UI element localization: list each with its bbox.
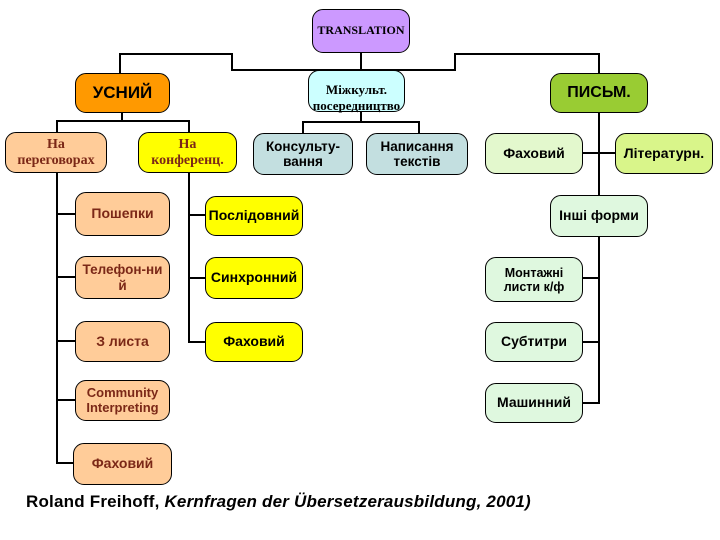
node-label: Community Interpreting — [86, 384, 159, 415]
caption-author: Roland Freihoff, — [26, 492, 165, 511]
connector-line — [598, 53, 600, 75]
node-label: Міжкульт. посередництво — [312, 82, 401, 113]
node-text-writing: Написання текстів — [366, 133, 468, 175]
connector-line — [56, 399, 76, 401]
connector-line — [56, 340, 76, 342]
node-translation: TRANSLATION — [312, 9, 410, 53]
connector-line — [582, 277, 599, 279]
node-label: На конференц. — [151, 136, 224, 168]
node-label: Фаховий — [503, 144, 565, 161]
node-label: TRANSLATION — [317, 23, 405, 38]
connector-line — [360, 112, 362, 123]
connector-line — [119, 53, 121, 75]
node-label: З листа — [96, 332, 149, 349]
caption-work-title: Kernfragen der Übersetzerausbildung, 200… — [164, 492, 531, 511]
node-specialized-conference: Фаховий — [205, 322, 303, 362]
node-label: Написання текстів — [380, 138, 454, 169]
node-label: Інші форми — [559, 207, 639, 224]
source-caption: Roland Freihoff, Kernfragen der Übersetz… — [26, 492, 531, 512]
node-label: Монтажні листи к/ф — [503, 265, 565, 294]
node-intercultural: Міжкульт. посередництво — [308, 70, 405, 113]
node-label: УСНИЙ — [92, 83, 153, 103]
node-machine: Машинний — [485, 383, 583, 423]
node-label: Фаховий — [223, 333, 285, 350]
connector-line — [56, 120, 58, 133]
connector-line — [454, 53, 456, 71]
connector-line — [302, 121, 304, 134]
node-simultaneous: Синхронний — [205, 257, 303, 299]
node-written: ПИСЬМ. — [550, 73, 648, 113]
node-consecutive: Послідовний — [205, 196, 303, 236]
connector-line — [302, 121, 420, 123]
node-negotiations: На переговорах — [5, 132, 107, 173]
connector-line — [188, 172, 190, 343]
node-conference: На конференц. — [138, 132, 237, 173]
connector-line — [56, 172, 58, 464]
connector-line — [582, 402, 599, 404]
node-label: Послідовний — [208, 207, 300, 224]
node-telephone: Телефон-ни й — [75, 256, 170, 299]
node-label: ПИСЬМ. — [567, 84, 631, 102]
node-community-interpreting: Community Interpreting — [75, 380, 170, 421]
node-label: На переговорах — [17, 136, 95, 168]
connector-line — [121, 113, 123, 122]
node-label: Субтитри — [500, 333, 568, 350]
connector-line — [599, 152, 616, 154]
node-specialized-oral: Фаховий — [73, 443, 172, 485]
connector-line — [598, 237, 600, 404]
node-literary: Літературн. — [615, 133, 713, 174]
connector-line — [188, 120, 190, 133]
node-label: Пошепки — [91, 205, 154, 222]
node-sight: З листа — [75, 321, 170, 362]
node-label: Синхронний — [210, 269, 298, 286]
connector-line — [119, 53, 233, 55]
node-whispered: Пошепки — [75, 192, 170, 236]
connector-line — [188, 214, 206, 216]
connector-line — [56, 462, 76, 464]
node-label: Консульту- вання — [265, 138, 341, 169]
connector-line — [454, 53, 600, 55]
node-label: Телефон-ни й — [82, 262, 163, 293]
connector-line — [56, 120, 190, 122]
connector-line — [418, 121, 420, 134]
connector-line — [231, 53, 233, 71]
connector-line — [188, 341, 206, 343]
node-film-scripts: Монтажні листи к/ф — [485, 257, 583, 302]
node-label: Літературн. — [623, 144, 705, 161]
connector-line — [582, 152, 599, 154]
node-other-forms: Інші форми — [550, 195, 648, 237]
connector-line — [56, 213, 76, 215]
connector-line — [56, 276, 76, 278]
node-oral: УСНИЙ — [75, 73, 170, 113]
node-specialized-written: Фаховий — [485, 133, 583, 174]
connector-line — [188, 277, 206, 279]
connector-line — [582, 341, 599, 343]
connector-line — [598, 113, 600, 196]
node-label: Фаховий — [91, 455, 154, 472]
node-consulting: Консульту- вання — [253, 133, 353, 175]
connector-line — [360, 52, 362, 71]
node-subtitles: Субтитри — [485, 322, 583, 362]
node-label: Машинний — [496, 394, 572, 411]
